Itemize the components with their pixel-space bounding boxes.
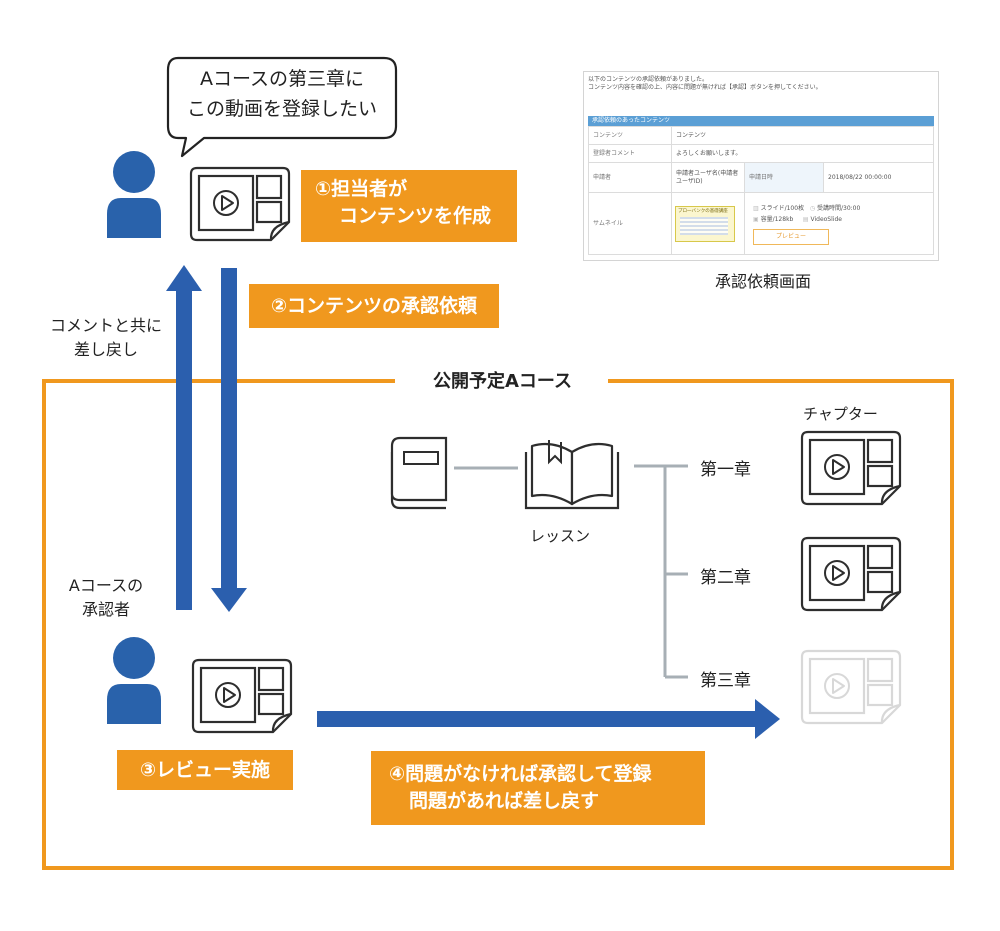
duration-value: 受講時間/30:00 — [816, 204, 861, 212]
chapter2-content-icon — [800, 536, 902, 612]
screenshot-section-title: 承認依頼のあったコンテンツ — [588, 116, 934, 126]
comment-value: よろしくお願いします。 — [671, 144, 934, 163]
step3-label: ③レビュー実施 — [117, 750, 293, 790]
approver-label: Aコースの 承認者 — [60, 574, 152, 622]
content-label: コンテンツ — [588, 126, 672, 145]
date-value: 2018/08/22 00:00:00 — [823, 162, 934, 193]
type-icon: ▤ — [802, 215, 809, 223]
slides-icon: ▥ — [753, 204, 759, 212]
chapter3-placeholder-icon — [800, 649, 902, 725]
step4-label: ④問題がなければ承認して登録 問題があれば差し戻す — [371, 751, 705, 825]
approver-label-line-1: Aコースの — [68, 576, 144, 595]
step2-label: ②コンテンツの承認依頼 — [249, 284, 499, 328]
thumbnail-title: プロ一バンクの基礎講座 — [678, 208, 728, 214]
screenshot-intro: 以下のコンテンツの承認依頼がありました。 コンテンツ内容を確認の上、内容に問題が… — [588, 76, 822, 92]
approval-request-screenshot: 以下のコンテンツの承認依頼がありました。 コンテンツ内容を確認の上、内容に問題が… — [583, 71, 939, 261]
step4-line-1: ④問題がなければ承認して登録 — [389, 763, 652, 785]
speech-bubble — [166, 56, 398, 158]
thumbnail-image: プロ一バンクの基礎講座 — [675, 205, 735, 242]
chapter1-content-icon — [800, 430, 902, 506]
screenshot-intro-line-2: コンテンツ内容を確認の上、内容に問題が無ければ【承認】ボタンを押してください。 — [588, 84, 822, 91]
chapter-2-label: 第二章 — [700, 568, 751, 588]
chapter-tree-lines — [634, 464, 688, 679]
course-frame-title: 公開予定Aコース — [400, 368, 605, 396]
course-frame — [42, 379, 954, 870]
return-label-line-2: 差し戻し — [73, 340, 138, 359]
size-value: 容量/128kb — [760, 215, 794, 223]
content-value: コンテンツ — [671, 126, 934, 145]
thumbnail-label: サムネイル — [588, 192, 672, 255]
slides-value: スライド/100枚 — [760, 204, 805, 212]
applicant-value: 申請者ユーザ名(申請者ユーザID) — [671, 162, 745, 193]
step1-line-1: ①担当者が — [315, 178, 408, 200]
draft-content-icon — [189, 166, 291, 242]
lesson-label: レッスン — [530, 527, 591, 545]
screenshot-caption: 承認依頼画面 — [714, 272, 811, 291]
creator-person-icon — [107, 151, 161, 238]
date-label: 申請日時 — [744, 162, 824, 193]
closed-book-icon — [390, 436, 448, 510]
open-book-icon — [524, 440, 620, 510]
register-arrow-icon — [317, 699, 780, 739]
return-label: コメントと共に 差し戻し — [40, 314, 172, 362]
return-label-line-1: コメントと共に — [49, 316, 162, 335]
preview-button[interactable]: プレビュー — [753, 228, 830, 245]
speech-bubble-text: Aコースの第三章に この動画を登録したい — [182, 64, 382, 124]
chapter-header: チャプター — [803, 405, 878, 423]
approver-label-line-2: 承認者 — [81, 600, 130, 619]
clock-icon: ◷ — [809, 204, 816, 212]
return-arrow-icon — [166, 265, 202, 610]
chapter-3-label: 第三章 — [700, 671, 751, 691]
step1-line-2: コンテンツを作成 — [339, 205, 492, 227]
applicant-label: 申請者 — [588, 162, 672, 193]
size-icon: ▣ — [753, 215, 759, 223]
approver-person-icon — [107, 637, 161, 724]
chapter-1-label: 第一章 — [700, 460, 751, 480]
step1-label: ①担当者が コンテンツを作成 — [301, 170, 517, 242]
screenshot-table: コンテンツ コンテンツ 登録者コメント よろしくお願いします。 申請者 申請者ユ… — [588, 126, 934, 255]
thumbnail-chart-icon — [680, 216, 728, 235]
step4-line-2: 問題があれば差し戻す — [409, 790, 600, 812]
type-value: VideoSlide — [810, 215, 842, 223]
bubble-line-2: この動画を登録したい — [186, 98, 377, 120]
bubble-line-1: Aコースの第三章に — [199, 68, 365, 90]
request-arrow-icon — [211, 268, 247, 612]
review-content-icon — [191, 658, 293, 734]
comment-label: 登録者コメント — [588, 144, 672, 163]
screenshot-intro-line-1: 以下のコンテンツの承認依頼がありました。 — [588, 76, 709, 83]
